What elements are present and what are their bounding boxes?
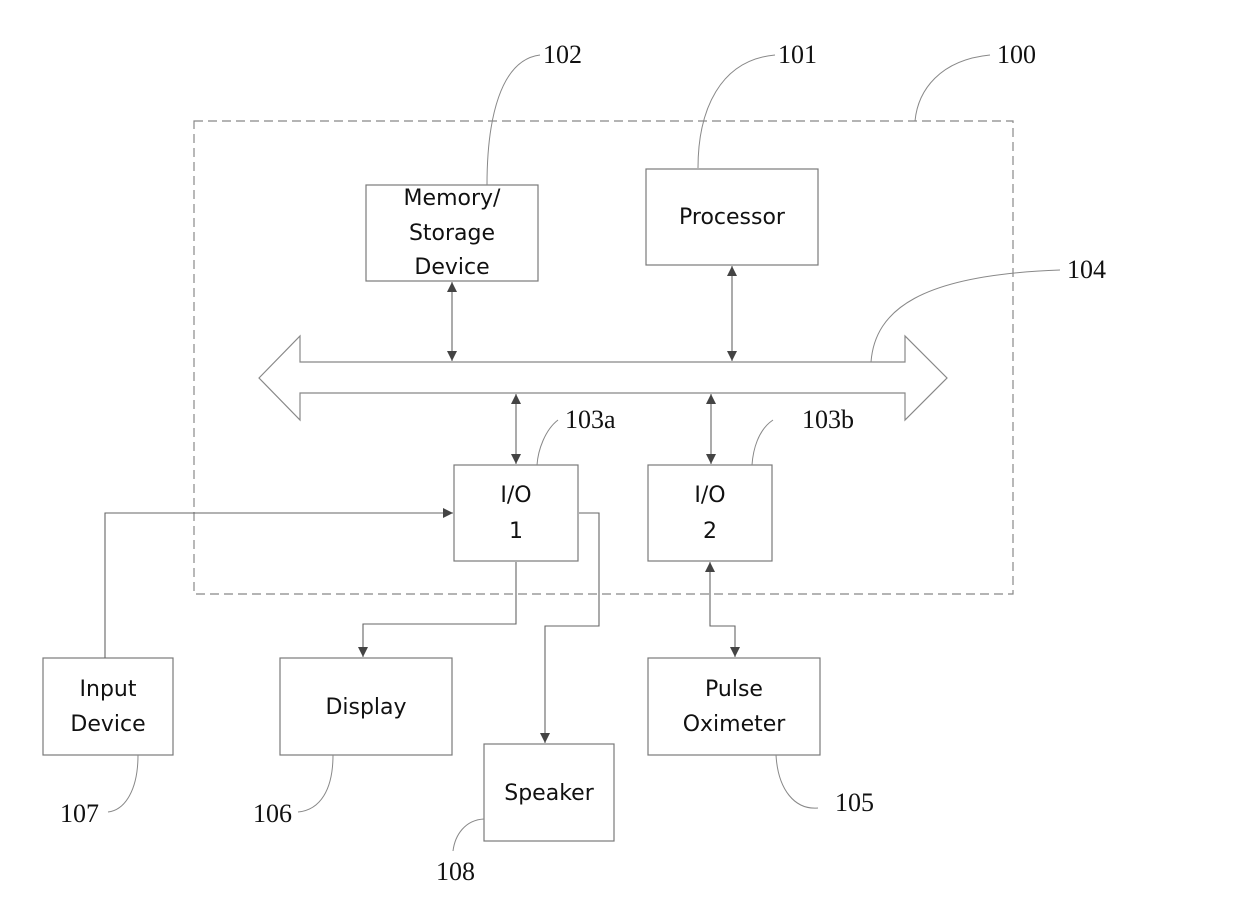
pulse-oximeter-label-line-2: Oximeter (683, 712, 787, 737)
memory-label-line-2: Storage (409, 221, 495, 246)
memory-label-line-3: Device (414, 255, 489, 280)
input-device-label-line-2: Device (70, 712, 145, 737)
input-device-label-line-1: Input (80, 677, 137, 702)
ref-106: 106 (253, 799, 292, 828)
ref-104: 104 (1067, 255, 1106, 284)
io2-label-line-1: I/O (694, 483, 725, 508)
display-block: Display (280, 658, 452, 755)
ref-103a: 103a (565, 405, 616, 434)
processor-label: Processor (679, 205, 786, 230)
system-boundary (194, 121, 1013, 594)
pulse-oximeter-label-line-1: Pulse (705, 677, 763, 702)
ref-103b: 103b (802, 405, 854, 434)
io2-block: I/O 2 (648, 465, 772, 561)
leader-103b (752, 420, 773, 465)
ref-102: 102 (543, 40, 582, 69)
memory-label-line-1: Memory/ (404, 186, 501, 211)
io1-label-line-1: I/O (500, 483, 531, 508)
leader-101 (698, 55, 775, 168)
input-device-to-io1-connector (105, 513, 453, 658)
processor-block: Processor (646, 169, 818, 265)
io1-to-display-connector (363, 562, 516, 657)
memory-storage-block: Memory/ Storage Device (366, 185, 538, 281)
leader-105 (776, 755, 818, 808)
ref-107: 107 (60, 799, 99, 828)
ref-101: 101 (778, 40, 817, 69)
speaker-block: Speaker (484, 744, 614, 841)
leader-107 (108, 755, 138, 812)
leader-103a (537, 420, 558, 465)
display-label: Display (325, 695, 406, 720)
io2-pulse-oximeter-connector (710, 562, 735, 657)
leader-104 (871, 270, 1060, 362)
io1-label-line-2: 1 (509, 519, 523, 544)
io2-label-line-2: 2 (703, 519, 717, 544)
ref-100: 100 (997, 40, 1036, 69)
leader-102 (487, 55, 540, 185)
leader-108 (453, 819, 484, 851)
ref-105: 105 (835, 788, 874, 817)
input-device-block: Input Device (43, 658, 173, 755)
io1-block: I/O 1 (454, 465, 578, 561)
leader-106 (298, 755, 333, 812)
leader-100 (915, 55, 990, 121)
ref-108: 108 (436, 857, 475, 886)
speaker-label: Speaker (504, 781, 594, 806)
pulse-oximeter-block: Pulse Oximeter (648, 658, 820, 755)
